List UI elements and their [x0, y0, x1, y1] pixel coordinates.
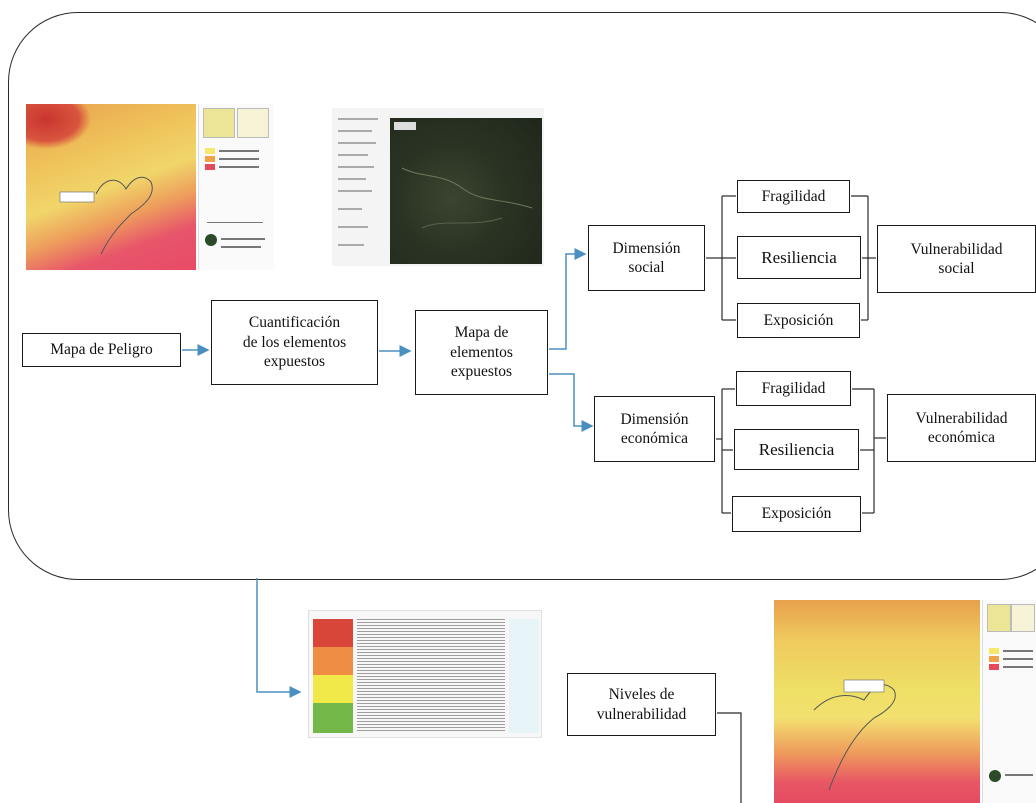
satellite-gis-thumbnail [332, 108, 544, 266]
node-exposicion-social: Exposición [737, 303, 860, 338]
node-cuantificacion: Cuantificación de los elementos expuesto… [211, 300, 378, 385]
social-bracket [706, 195, 876, 321]
arrow-elementos-economica [549, 373, 594, 432]
node-vulnerabilidad-economica: Vulnerabilidad económica [887, 394, 1036, 462]
vulnerability-levels-table-thumbnail [308, 610, 542, 738]
node-fragilidad-social: Fragilidad [737, 180, 850, 213]
node-fragilidad-economica: Fragilidad [736, 371, 851, 406]
economic-bracket [716, 388, 886, 514]
node-dimension-economica: Dimensión económica [594, 396, 715, 462]
arrow-frame-table [256, 578, 302, 698]
hazard-map-thumbnail [26, 104, 274, 270]
node-resiliencia-social: Resiliencia [737, 236, 861, 279]
node-mapa-elementos: Mapa de elementos expuestos [415, 310, 548, 395]
line-niveles-map [717, 712, 742, 803]
node-resiliencia-economica: Resiliencia [734, 429, 859, 470]
node-exposicion-economica: Exposición [732, 496, 861, 532]
node-niveles-vulnerabilidad: Niveles de vulnerabilidad [567, 673, 716, 736]
node-vulnerabilidad-social: Vulnerabilidad social [877, 225, 1036, 293]
node-mapa-peligro: Mapa de Peligro [22, 333, 181, 367]
vulnerability-map-thumbnail [774, 600, 1036, 803]
process-frame [8, 12, 1036, 580]
arrow-elementos-social [549, 248, 587, 350]
node-dimension-social: Dimensión social [588, 225, 705, 291]
